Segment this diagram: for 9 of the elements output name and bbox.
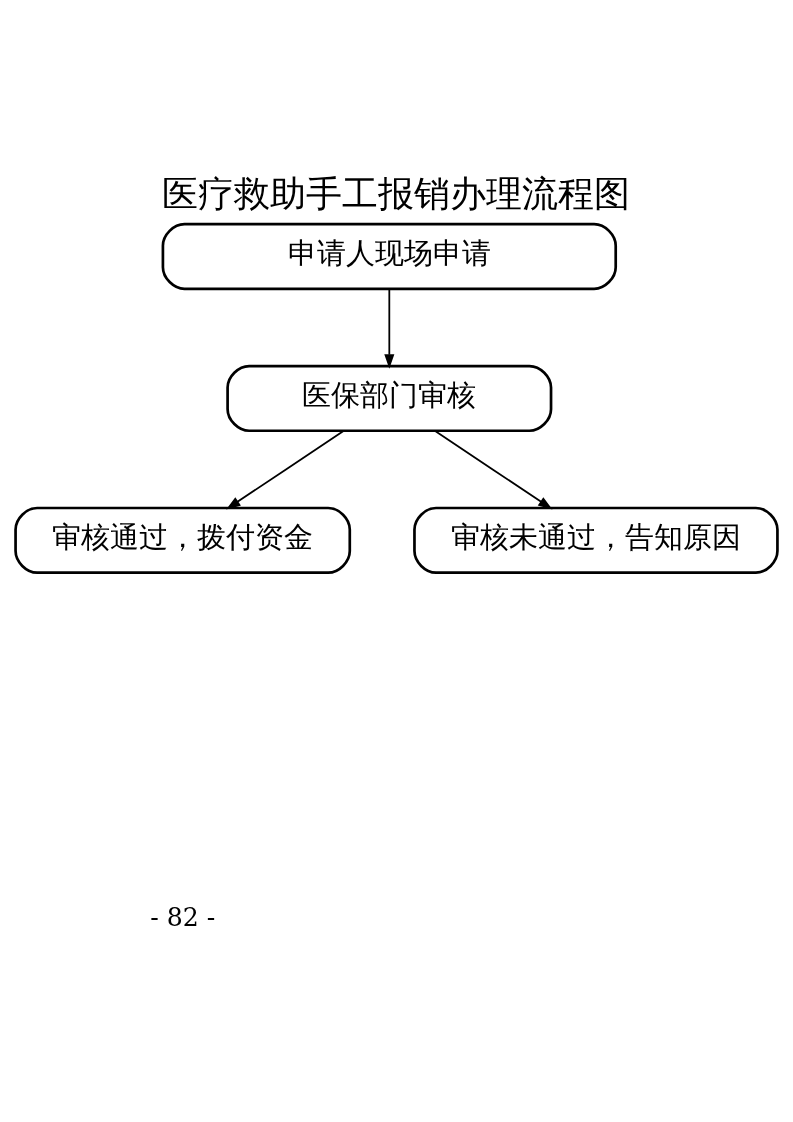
node-box: 医保部门审核 xyxy=(226,364,553,433)
node-box: 审核未通过，告知原因 xyxy=(413,506,779,575)
arrow xyxy=(226,430,345,510)
label: - 82 - xyxy=(150,903,216,933)
diagram-title: 医疗救助手工报销办理流程图 xyxy=(162,173,631,215)
arrow xyxy=(384,288,395,369)
node-box: 审核通过，拨付资金 xyxy=(14,506,352,575)
arrow xyxy=(434,430,553,510)
node-box: 申请人现场申请 xyxy=(161,222,618,291)
